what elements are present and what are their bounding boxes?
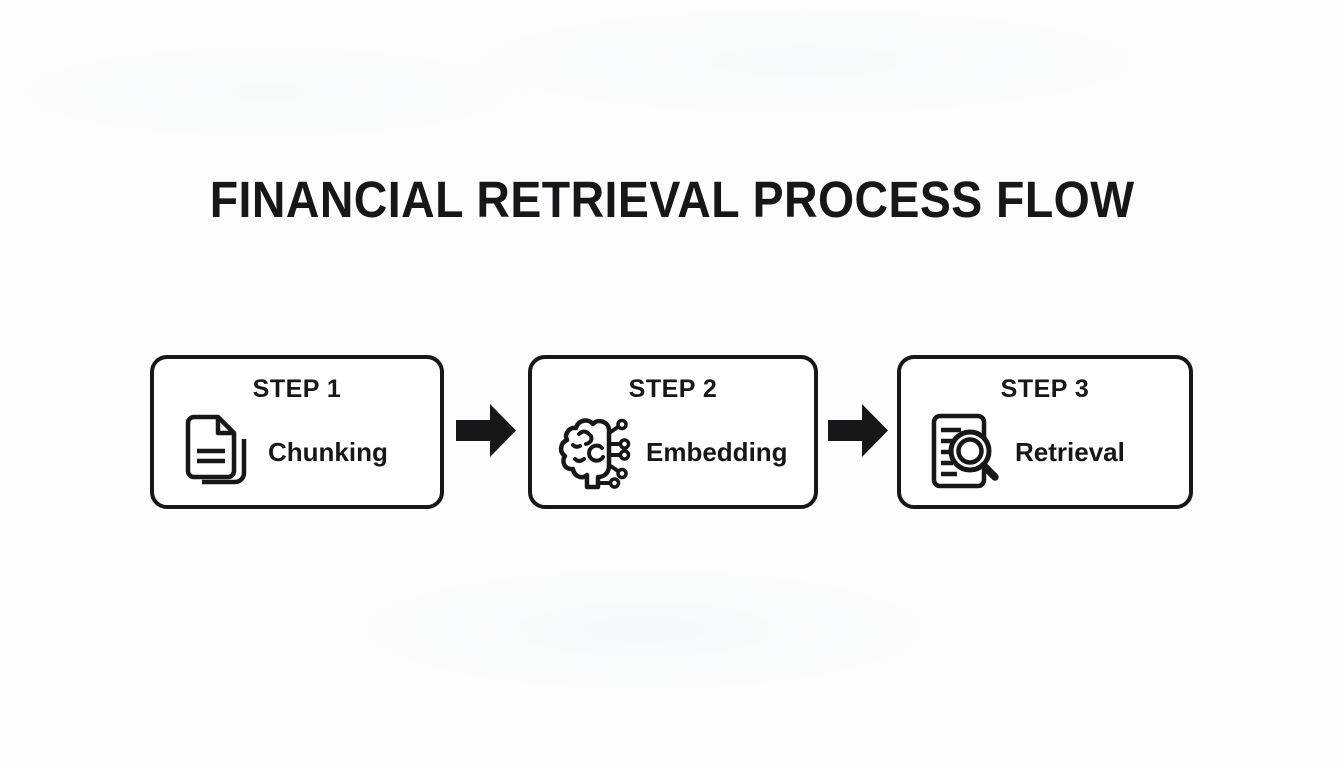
step-box-retrieval: STEP 3 Retrieval xyxy=(897,355,1193,509)
step-box-chunking: STEP 1 Chunking xyxy=(150,355,444,509)
step-heading: STEP 2 xyxy=(628,375,718,403)
documents-icon xyxy=(174,411,258,495)
diagram-title-text: FINANCIAL RETRIEVAL PROCESS FLOW xyxy=(209,171,1135,228)
step-row: Chunking xyxy=(154,411,440,495)
step-box-embedding: STEP 2 xyxy=(528,355,818,509)
arrow-right-icon xyxy=(828,404,888,457)
step-label: Retrieval xyxy=(1015,437,1125,467)
step-row: Embedding xyxy=(532,411,814,495)
diagram-title: FINANCIAL RETRIEVAL PROCESS FLOW xyxy=(0,170,1344,229)
ai-brain-circuit-icon xyxy=(552,411,636,495)
step-label: Chunking xyxy=(268,437,388,467)
step-heading: STEP 3 xyxy=(1000,375,1090,403)
step-label: Embedding xyxy=(646,437,788,467)
step-heading: STEP 1 xyxy=(252,375,342,403)
step-row: Retrieval xyxy=(901,411,1189,495)
document-search-icon xyxy=(921,411,1005,495)
arrow-right-icon xyxy=(456,404,516,457)
